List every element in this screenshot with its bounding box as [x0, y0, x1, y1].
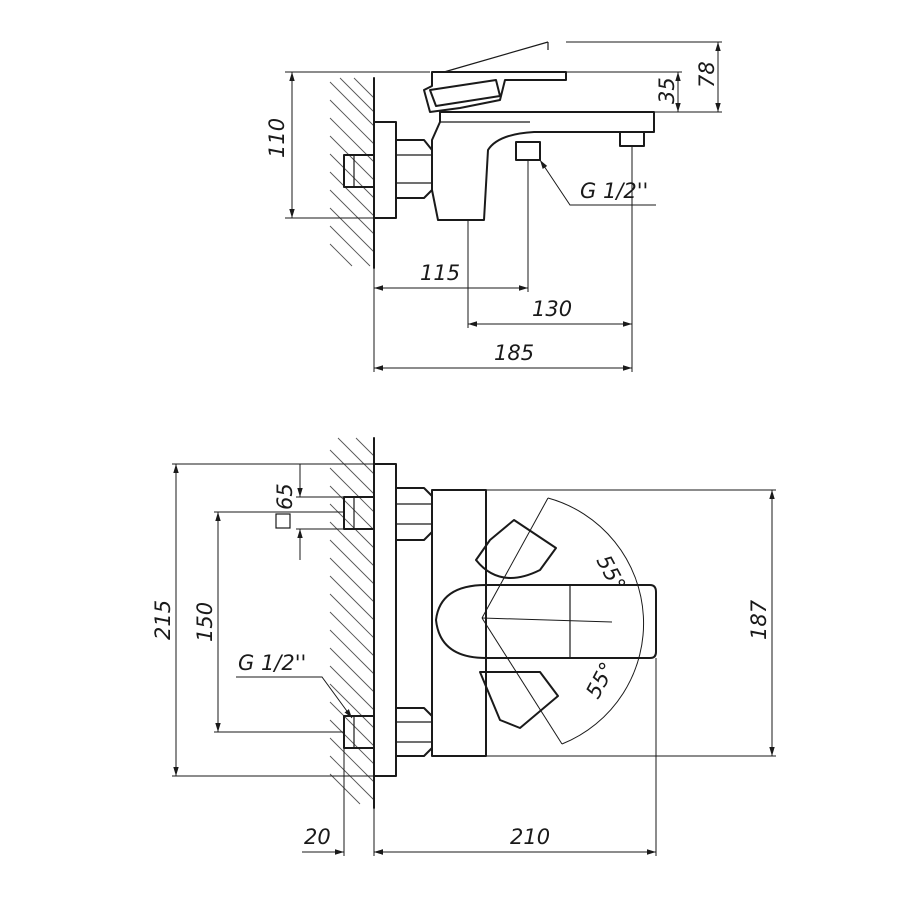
side-nut: [395, 139, 433, 199]
dim-187: 187: [747, 599, 771, 640]
front-thread-label: G 1/2'': [238, 651, 306, 675]
angle-lower-label: 55°: [581, 658, 620, 702]
side-aerator: [515, 141, 541, 161]
dim-110: 110: [265, 118, 289, 158]
dim-130: 130: [532, 297, 572, 321]
front-spout: [485, 584, 657, 659]
front-body: [431, 489, 487, 757]
dim-65: 65: [273, 483, 297, 510]
front-nut-lower: [395, 707, 433, 757]
dim-185: 185: [494, 341, 534, 365]
front-lever-upper: [475, 519, 557, 579]
front-lever-lower: [479, 671, 559, 729]
dim-210: 210: [510, 825, 550, 849]
side-thread-label: G 1/2'': [580, 179, 648, 203]
side-body: [431, 111, 655, 221]
angle-upper-label: 55°: [592, 551, 631, 595]
side-spout-tip: [619, 131, 645, 147]
square-symbol-icon: [275, 513, 291, 529]
dim-20: 20: [304, 825, 331, 849]
front-view: 55° 55° 215 150 65 187 20 210: [151, 437, 776, 856]
dim-215: 215: [151, 600, 175, 640]
front-wall-hatch: [329, 437, 375, 805]
dim-78: 78: [695, 61, 719, 88]
front-handle-disc: [435, 584, 487, 659]
side-wall-hatch: [329, 77, 375, 267]
dim-35: 35: [655, 77, 679, 104]
front-nut-upper: [395, 487, 433, 541]
dim-150: 150: [193, 602, 217, 642]
angle-arc: [547, 497, 645, 745]
front-inlet-upper: [343, 496, 375, 530]
side-inlet-pipe: [343, 154, 375, 188]
front-flange: [373, 463, 397, 777]
dim-115: 115: [420, 261, 460, 285]
side-lever-cap: [429, 79, 501, 107]
side-view: 110 78 35 115 130 185 G 1/2'': [265, 41, 722, 372]
side-flange: [373, 121, 397, 219]
side-lever: [423, 71, 567, 113]
